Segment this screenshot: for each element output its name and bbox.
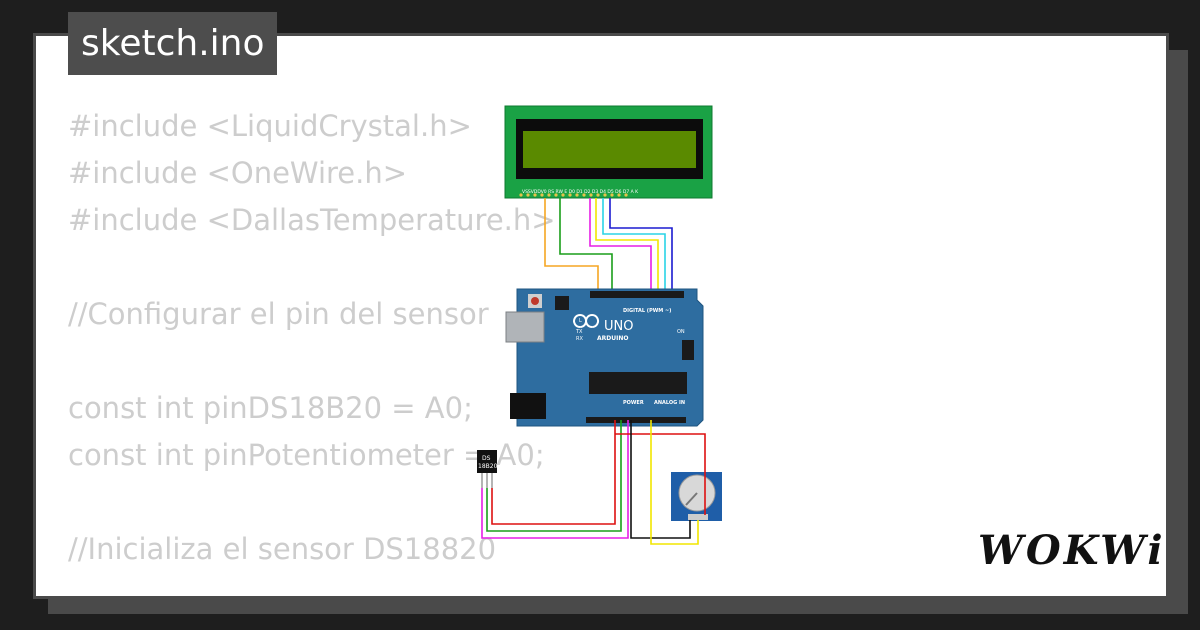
code-line: const int pinPotentiometer = A0;	[68, 438, 545, 472]
lcd-pin-labels: VSSVDDV0 RS RW E D0 D1 D2 D3 D4 D5 D6 D7…	[522, 189, 639, 195]
sensor-label-1: DS	[482, 455, 491, 462]
led-l-label: L	[579, 318, 582, 324]
board-model: UNO	[604, 319, 633, 334]
led-rx-label: RX	[576, 336, 583, 342]
code-line: const int pinDS18B20 = A0;	[68, 391, 473, 425]
analog-label: ANALOG IN	[654, 400, 685, 406]
board-brand: ARDUINO	[597, 335, 628, 342]
code-line: //Configurar el pin del sensor	[68, 297, 489, 331]
led-on-label: ON	[677, 329, 685, 335]
arduino-uno-board[interactable]: UNO ARDUINO DIGITAL (PWM ~) ANALOG IN PO…	[505, 288, 704, 427]
lcd-wires	[544, 198, 673, 292]
code-line: #include <OneWire.h>	[68, 156, 408, 190]
sensor-wires	[481, 420, 706, 545]
potentiometer[interactable]	[671, 472, 722, 521]
code-line: #include <DallasTemperature.h>	[68, 203, 556, 237]
ds18b20-sensor[interactable]: DS 18B20	[477, 450, 498, 488]
code-line: #include <LiquidCrystal.h>	[68, 109, 472, 143]
code-line: //Inicializa el sensor DS18820	[68, 532, 497, 566]
file-name-tab[interactable]: sketch.ino	[68, 12, 278, 75]
sensor-label-2: 18B20	[478, 463, 498, 470]
wokwi-logo: WOKWi	[978, 527, 1166, 574]
digital-label: DIGITAL (PWM ~)	[623, 308, 671, 314]
code-preview: #include <LiquidCrystal.h> #include <One…	[68, 103, 556, 573]
power-label: POWER	[623, 400, 644, 406]
lcd-display[interactable]: VSSVDDV0 RS RW E D0 D1 D2 D3 D4 D5 D6 D7…	[504, 105, 713, 199]
led-tx-label: TX	[575, 329, 583, 335]
